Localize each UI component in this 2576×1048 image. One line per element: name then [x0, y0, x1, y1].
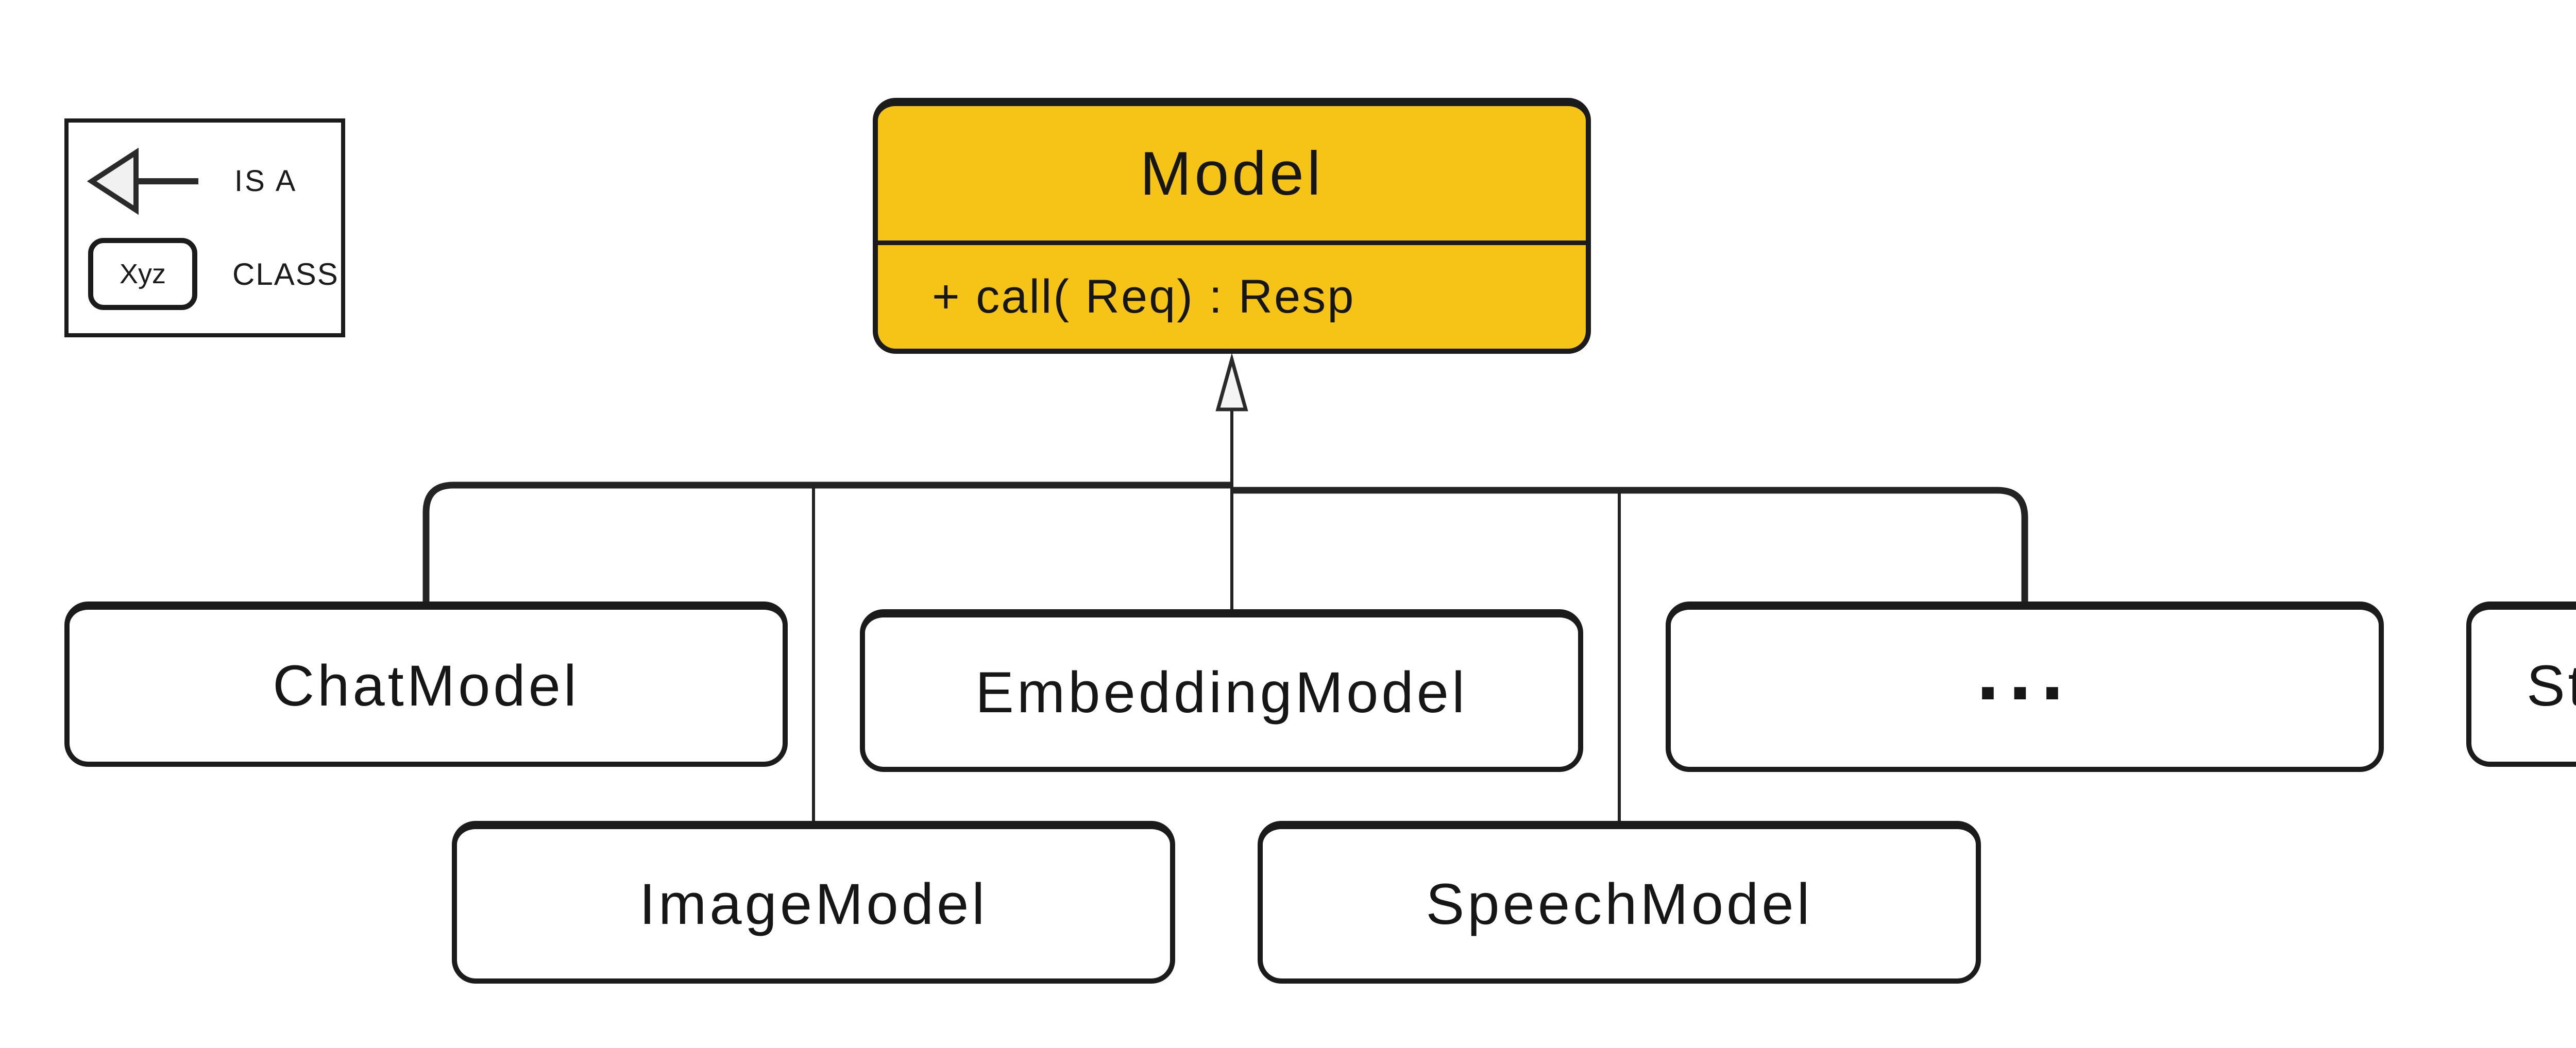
model-right-rail: [1232, 487, 2028, 602]
class-title-embeddingmodel: EmbeddingModel: [975, 660, 1468, 725]
class-title-streaming-chatmodel: StreamingChatModel: [2526, 654, 2576, 718]
class-node-model: Model + call( Req) : Resp: [873, 98, 1591, 354]
class-title-chatmodel: ChatModel: [273, 654, 580, 718]
class-title-model: Model: [878, 106, 1586, 245]
class-node-imagemodel: ImageModel: [452, 821, 1175, 984]
class-method-model: + call( Req) : Resp: [932, 270, 1355, 323]
class-node-streaming-chatmodel: StreamingChatModel: [2466, 602, 2576, 767]
class-node-speechmodel: SpeechModel: [1258, 821, 1981, 984]
class-node-embeddingmodel: EmbeddingModel: [860, 609, 1583, 772]
legend: IS A Xyz CLASS: [64, 118, 345, 337]
isa-arrow-icon: [87, 147, 198, 215]
model-inheritance-arrowhead-icon: [1215, 352, 1248, 411]
class-title-model-ellipsis: ...: [1976, 624, 2073, 717]
class-node-chatmodel: ChatModel: [64, 602, 788, 767]
legend-isa-label: IS A: [234, 164, 298, 198]
legend-class-shape-icon: Xyz: [88, 238, 197, 310]
legend-class-label: CLASS: [232, 257, 339, 291]
legend-class-sample: Xyz: [119, 259, 166, 289]
model-left-rail: [422, 482, 1232, 602]
class-title-speechmodel: SpeechModel: [1426, 871, 1813, 936]
class-node-model-ellipsis: ...: [1666, 602, 2384, 772]
class-title-imagemodel: ImageModel: [639, 871, 988, 936]
